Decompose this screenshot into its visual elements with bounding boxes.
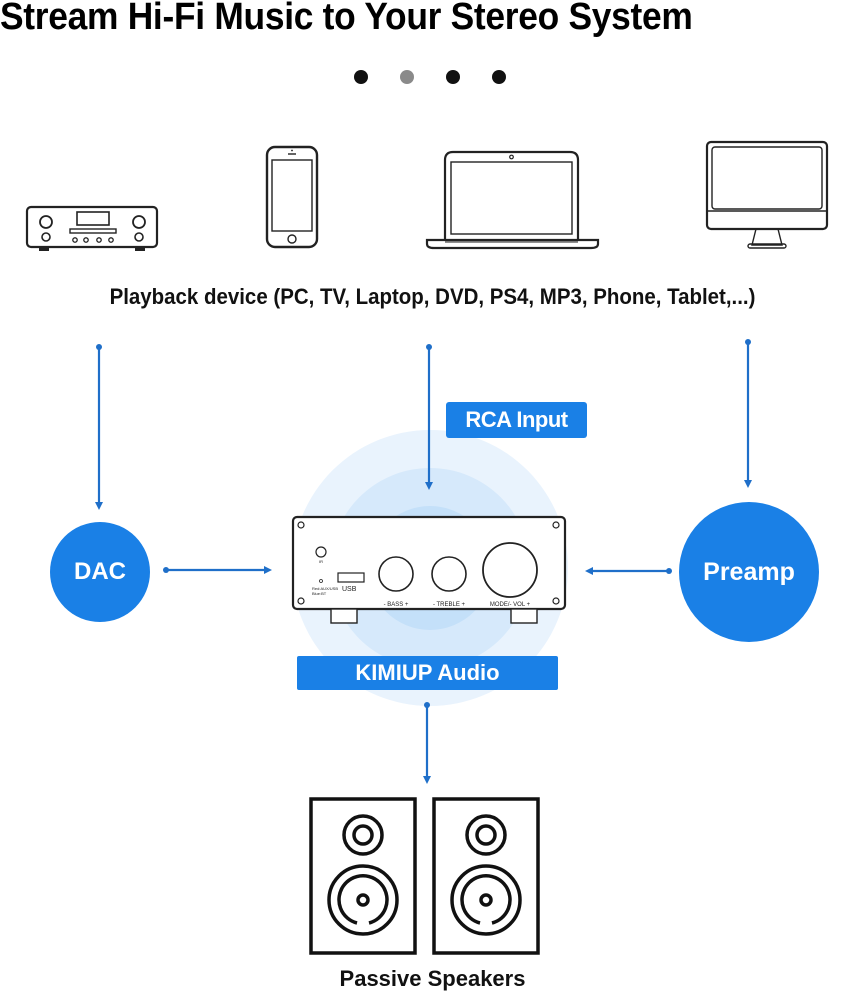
volume-knob[interactable] bbox=[482, 542, 538, 598]
usb-port bbox=[337, 572, 365, 583]
arrow-dac-to-amp bbox=[163, 566, 272, 574]
dac-label: DAC bbox=[74, 558, 126, 585]
dac-node: DAC bbox=[50, 522, 150, 622]
treble-knob[interactable] bbox=[431, 556, 467, 592]
page-title: Stream Hi-Fi Music to Your Stereo System bbox=[0, 0, 693, 38]
volume-label: MODE/- VOL + bbox=[490, 602, 531, 608]
arrow-playback-to-amp bbox=[425, 344, 433, 490]
preamp-node: Preamp bbox=[679, 502, 819, 642]
ir-label: IR bbox=[319, 559, 323, 564]
amp-foot-left bbox=[330, 608, 358, 624]
preamp-label: Preamp bbox=[703, 557, 795, 586]
stereo-receiver-icon bbox=[25, 205, 159, 251]
usb-label: USB bbox=[342, 586, 357, 593]
led-label-1: Red:AUX/USB bbox=[312, 586, 338, 591]
status-led bbox=[319, 579, 323, 583]
arrow-playback-to-preamp bbox=[744, 339, 752, 488]
laptop-icon bbox=[425, 150, 600, 250]
treble-label: - TREBLE + bbox=[433, 602, 466, 608]
carousel-indicator bbox=[350, 68, 520, 88]
carousel-dot[interactable] bbox=[354, 70, 368, 84]
arrow-playback-to-dac bbox=[95, 344, 103, 510]
amplifier-device: IR Red:AUX/USB Blue:BT USB - BASS + - TR… bbox=[291, 515, 567, 624]
brand-text: KIMIUP Audio bbox=[355, 660, 500, 685]
ir-sensor: IR bbox=[315, 546, 327, 564]
speaker-icon-left bbox=[309, 797, 417, 955]
arrow-preamp-to-amp bbox=[585, 567, 672, 575]
carousel-dot-active[interactable] bbox=[400, 70, 414, 84]
phone-icon bbox=[265, 145, 319, 249]
passive-speakers-label: Passive Speakers bbox=[339, 966, 526, 991]
bass-knob[interactable] bbox=[378, 556, 414, 592]
rca-input-label: RCA Input bbox=[446, 402, 587, 438]
brand-label: KIMIUP Audio bbox=[297, 656, 558, 690]
speaker-icon-right bbox=[432, 797, 540, 955]
amp-foot-right bbox=[510, 608, 538, 624]
bass-label: - BASS + bbox=[384, 602, 409, 608]
playback-device-label: Playback device (PC, TV, Laptop, DVD, PS… bbox=[109, 284, 756, 309]
rca-input-text: RCA Input bbox=[465, 407, 568, 432]
carousel-dot[interactable] bbox=[446, 70, 460, 84]
carousel-dot[interactable] bbox=[492, 70, 506, 84]
led-label-2: Blue:BT bbox=[312, 591, 327, 596]
monitor-icon bbox=[705, 140, 829, 249]
arrow-amp-to-speakers bbox=[423, 702, 431, 784]
